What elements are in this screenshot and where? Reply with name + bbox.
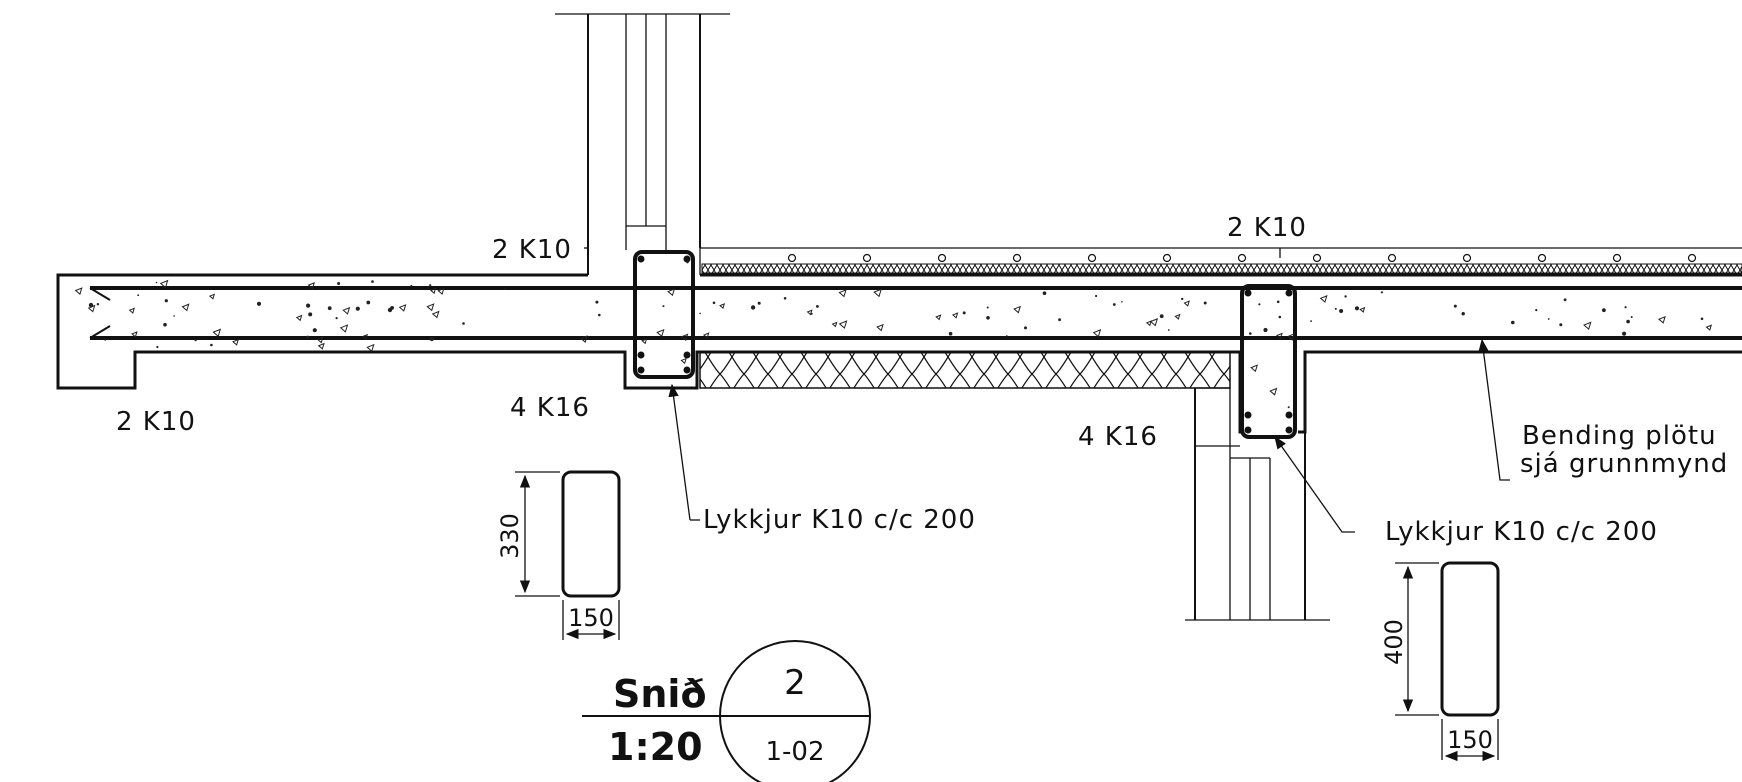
beam2-stirrup — [1240, 284, 1297, 439]
lower-wall — [1185, 387, 1330, 621]
leader-lines — [584, 247, 1510, 533]
beam1-bottom-bars-label: 4 K16 — [510, 393, 590, 423]
section-scale: 1:20 — [608, 725, 703, 769]
top-left-bar-label: 2 K10 — [492, 235, 572, 265]
beam1-height-label: 330 — [496, 513, 524, 559]
membrane-markers — [787, 253, 1697, 263]
top-membrane — [701, 263, 1742, 274]
beam2-height-label: 400 — [1380, 619, 1408, 665]
beam2-bottom-bars-label: 4 K16 — [1078, 422, 1158, 452]
beam1-stirrup — [633, 250, 695, 379]
section-title-block — [582, 640, 871, 782]
beam-detail-2 — [1395, 561, 1500, 762]
upper-wall — [555, 13, 730, 275]
slab-reinforcement-label-2: sjá grunnmynd — [1520, 449, 1728, 479]
beam-detail-1 — [515, 470, 621, 640]
stirrups2-label: Lykkjur K10 c/c 200 — [1385, 517, 1658, 547]
bottom-left-bar-label: 2 K10 — [116, 407, 196, 437]
beam1-width-label: 150 — [568, 604, 614, 632]
section-name: Snið — [613, 672, 707, 716]
slab-reinforcement-label-1: Bending plötu — [1522, 421, 1717, 451]
concrete-aggregate — [74, 261, 1713, 409]
insulation — [699, 351, 1231, 389]
slab-bars — [89, 286, 1742, 340]
stirrups1-label: Lykkjur K10 c/c 200 — [703, 505, 976, 535]
section-number: 2 — [784, 663, 806, 703]
beam2-width-label: 150 — [1447, 726, 1493, 754]
section-sheet: 1-02 — [765, 737, 824, 767]
top-right-bar-label: 2 K10 — [1227, 213, 1307, 243]
